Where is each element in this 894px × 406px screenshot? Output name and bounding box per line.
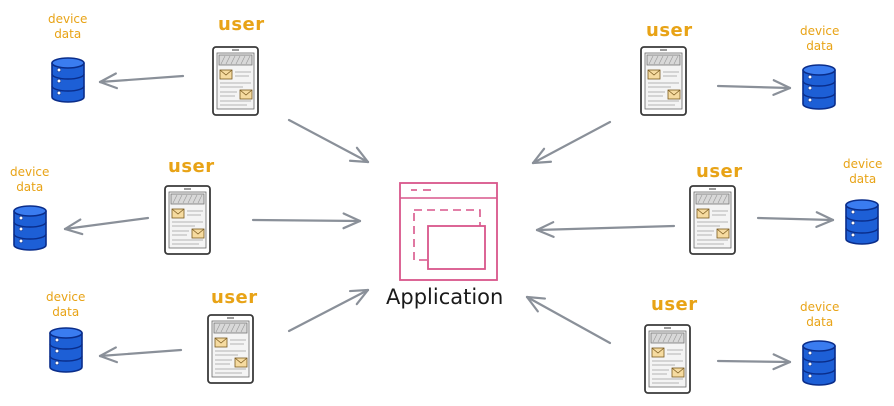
device-data-label-line1: device	[843, 157, 883, 171]
device-data-label-line2: data	[52, 305, 80, 319]
user-6-device-icon	[644, 324, 691, 394]
user-2-database-icon	[13, 205, 47, 251]
user-2-to-app-arrow	[251, 212, 362, 230]
user-6-database-icon	[802, 340, 836, 386]
user-4-to-data-arrow	[716, 79, 792, 96]
phones-layer	[164, 46, 736, 394]
device-data-label-line2: data	[806, 39, 834, 53]
user-2-label: user	[168, 156, 215, 177]
application-label: Application	[386, 285, 504, 309]
user-1-label: user	[218, 14, 265, 35]
user-1-to-app-arrow	[287, 118, 370, 164]
arrows-layer	[63, 72, 835, 371]
user-4-to-app-arrow	[531, 120, 612, 165]
user-6-to-data-arrow	[716, 353, 792, 371]
user-3-to-data-arrow	[98, 346, 183, 364]
device-data-label-line1: device	[48, 12, 88, 26]
user-2-to-data-arrow	[63, 216, 150, 236]
user-5-database-icon	[845, 199, 879, 245]
user-4-label: user	[646, 20, 693, 41]
user-5-to-app-arrow	[535, 221, 676, 238]
user-5-label: user	[696, 161, 743, 182]
user-3-database-icon	[49, 327, 83, 373]
device-data-label-line2: data	[806, 315, 834, 329]
user-5-device-icon	[689, 185, 736, 255]
device-data-label-line1: device	[800, 24, 840, 38]
device-data-label-line1: device	[10, 165, 50, 179]
user-3-to-app-arrow	[287, 288, 370, 333]
device-data-label-line1: device	[46, 290, 86, 304]
application-window-icon	[399, 182, 498, 281]
databases-layer	[13, 57, 879, 386]
user-2-device-icon	[164, 185, 211, 255]
device-data-label-line1: device	[800, 300, 840, 314]
user-5-to-data-arrow	[756, 211, 835, 228]
device-data-label-line2: data	[16, 180, 44, 194]
device-data-label-line2: data	[54, 27, 82, 41]
user-4-device-icon	[640, 46, 687, 116]
user-6-to-app-arrow	[525, 295, 612, 345]
user-1-database-icon	[51, 57, 85, 103]
user-4-database-icon	[802, 64, 836, 110]
user-1-to-data-arrow	[98, 72, 185, 90]
device-data-label-line2: data	[849, 172, 877, 186]
user-3-device-icon	[207, 314, 254, 384]
user-6-label: user	[651, 294, 698, 315]
user-1-device-icon	[212, 46, 259, 116]
user-3-label: user	[211, 287, 258, 308]
